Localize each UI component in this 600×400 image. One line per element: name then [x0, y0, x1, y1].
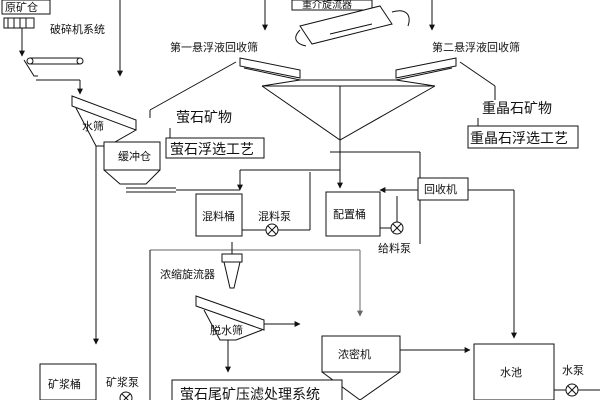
- fluorite-mineral: 萤石矿物 萤石浮选工艺: [165, 110, 265, 159]
- buffer-bin: 缓冲仓: [103, 141, 176, 193]
- svg-text:矿浆桶: 矿浆桶: [48, 377, 81, 391]
- conveyor-icon: [23, 57, 84, 77]
- heavy-cyclone: 重介旋流器: [291, 0, 410, 47]
- slurry-pump-label: 矿浆泵: [106, 375, 139, 389]
- crusher-label: 破碎机系统: [50, 22, 105, 36]
- slurry-tank: 矿浆桶: [39, 363, 97, 400]
- thickener: 浓密机: [321, 335, 401, 400]
- tailings-filter-system: 萤石尾矿压滤处理系统: [171, 379, 343, 400]
- svg-text:脱水筛: 脱水筛: [210, 323, 243, 337]
- svg-text:混料桶: 混料桶: [202, 209, 235, 223]
- svg-text:重晶石矿物: 重晶石矿物: [482, 101, 552, 117]
- thickening-cyclone: [221, 242, 243, 289]
- thick-cyclone-label: 浓缩旋流器: [160, 267, 215, 281]
- svg-text:重晶石浮选工艺: 重晶石浮选工艺: [470, 131, 568, 147]
- water-pump-icon: [565, 383, 579, 397]
- crusher-icon: [3, 17, 35, 29]
- raw-ore-bin: 原矿仓: [1, 0, 51, 15]
- svg-text:原矿仓: 原矿仓: [5, 0, 38, 14]
- recovery-machine: 回收机: [417, 177, 469, 201]
- screen1-label: 第一悬浮液回收筛: [170, 40, 258, 54]
- slurry-pump-icon: [119, 391, 133, 400]
- dewatering-screen: 脱水筛: [195, 295, 265, 341]
- config-tank: 配置桶: [325, 191, 381, 237]
- mixing-pump-icon: [265, 223, 279, 237]
- svg-text:缓冲仓: 缓冲仓: [118, 149, 151, 163]
- water-pool: 水池: [473, 343, 555, 400]
- svg-text:配置桶: 配置桶: [333, 207, 366, 221]
- svg-text:萤石尾矿压滤处理系统: 萤石尾矿压滤处理系统: [180, 387, 320, 400]
- feed-pump-icon: [390, 221, 404, 235]
- svg-text:浓密机: 浓密机: [338, 347, 371, 361]
- feed-pump-label: 给料泵: [378, 241, 411, 255]
- water-pump-label: 水泵: [562, 364, 584, 377]
- svg-text:重介旋流器: 重介旋流器: [302, 0, 352, 11]
- svg-text:水筛: 水筛: [82, 119, 104, 133]
- svg-text:水池: 水池: [500, 366, 522, 379]
- svg-text:回收机: 回收机: [424, 182, 457, 196]
- water-screen: 水筛: [71, 95, 137, 147]
- svg-text:萤石矿物: 萤石矿物: [176, 110, 232, 126]
- svg-text:萤石浮选工艺: 萤石浮选工艺: [170, 142, 254, 158]
- mixing-tank: 混料桶: [195, 193, 243, 237]
- screen2-label: 第二悬浮液回收筛: [432, 40, 520, 54]
- barite-mineral: 重晶石矿物 重晶石浮选工艺: [467, 101, 579, 149]
- suspension-recovery-screens: [239, 57, 457, 141]
- mixing-pump-label: 混料泵: [258, 209, 291, 223]
